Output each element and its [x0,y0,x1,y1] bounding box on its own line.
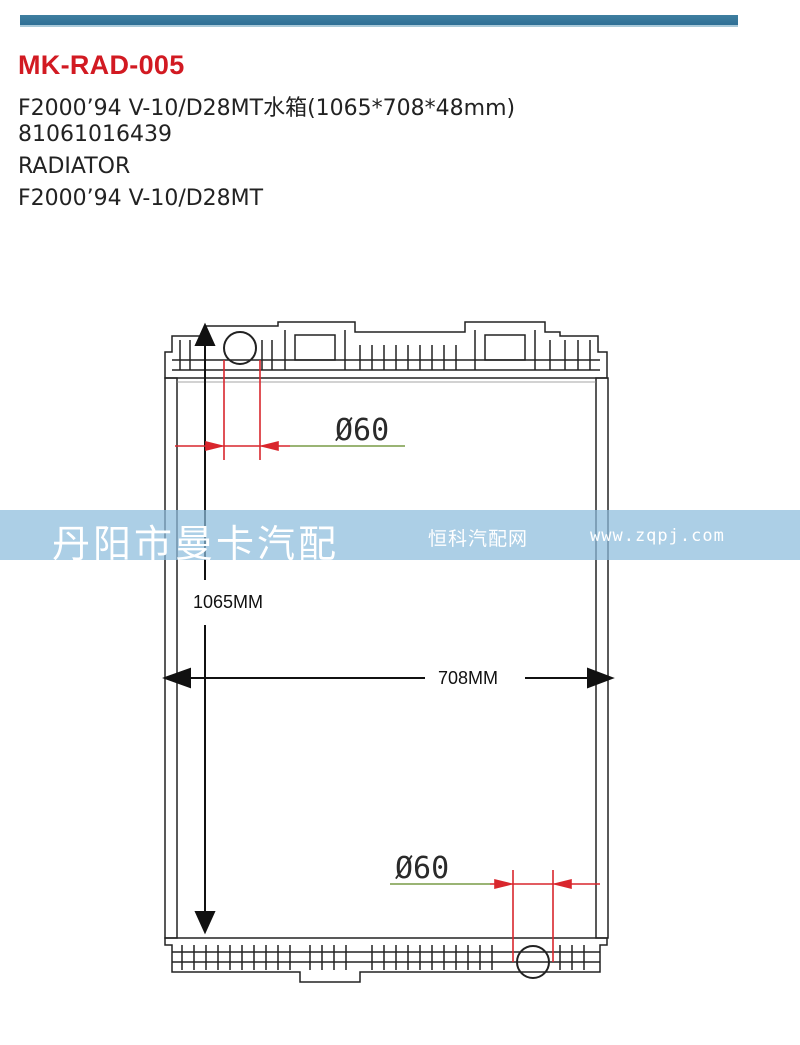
width-dimension [162,667,615,689]
watermark-company: 丹阳市曼卡汽配 [52,522,340,566]
header-bar [20,15,738,27]
product-code: MK-RAD-005 [18,50,185,80]
core-frame [164,377,609,939]
bottom-pipe-label: Ø60 [395,851,449,886]
top-tank [164,321,608,379]
width-label: 708MM [438,668,498,688]
vehicle-model: F2000’94 V-10/D28MT [18,186,264,211]
height-dimension [194,322,216,935]
height-label: 1065MM [193,592,263,612]
watermark-url: www.zqpj.com [590,526,725,546]
part-number: 81061016439 [18,122,172,147]
watermark-banner: 丹阳市曼卡汽配 恒科汽配网 www.zqpj.com [0,510,800,566]
radiator-drawing: 1065MM 708MM Ø60 Ø60 [162,321,615,983]
watermark-site: 恒科汽配网 [428,528,529,550]
product-type: RADIATOR [18,154,131,179]
product-description: F2000’94 V-10/D28MT水箱(1065*708*48mm) [18,96,516,121]
bottom-tank [164,937,608,983]
top-pipe-label: Ø60 [335,413,389,448]
